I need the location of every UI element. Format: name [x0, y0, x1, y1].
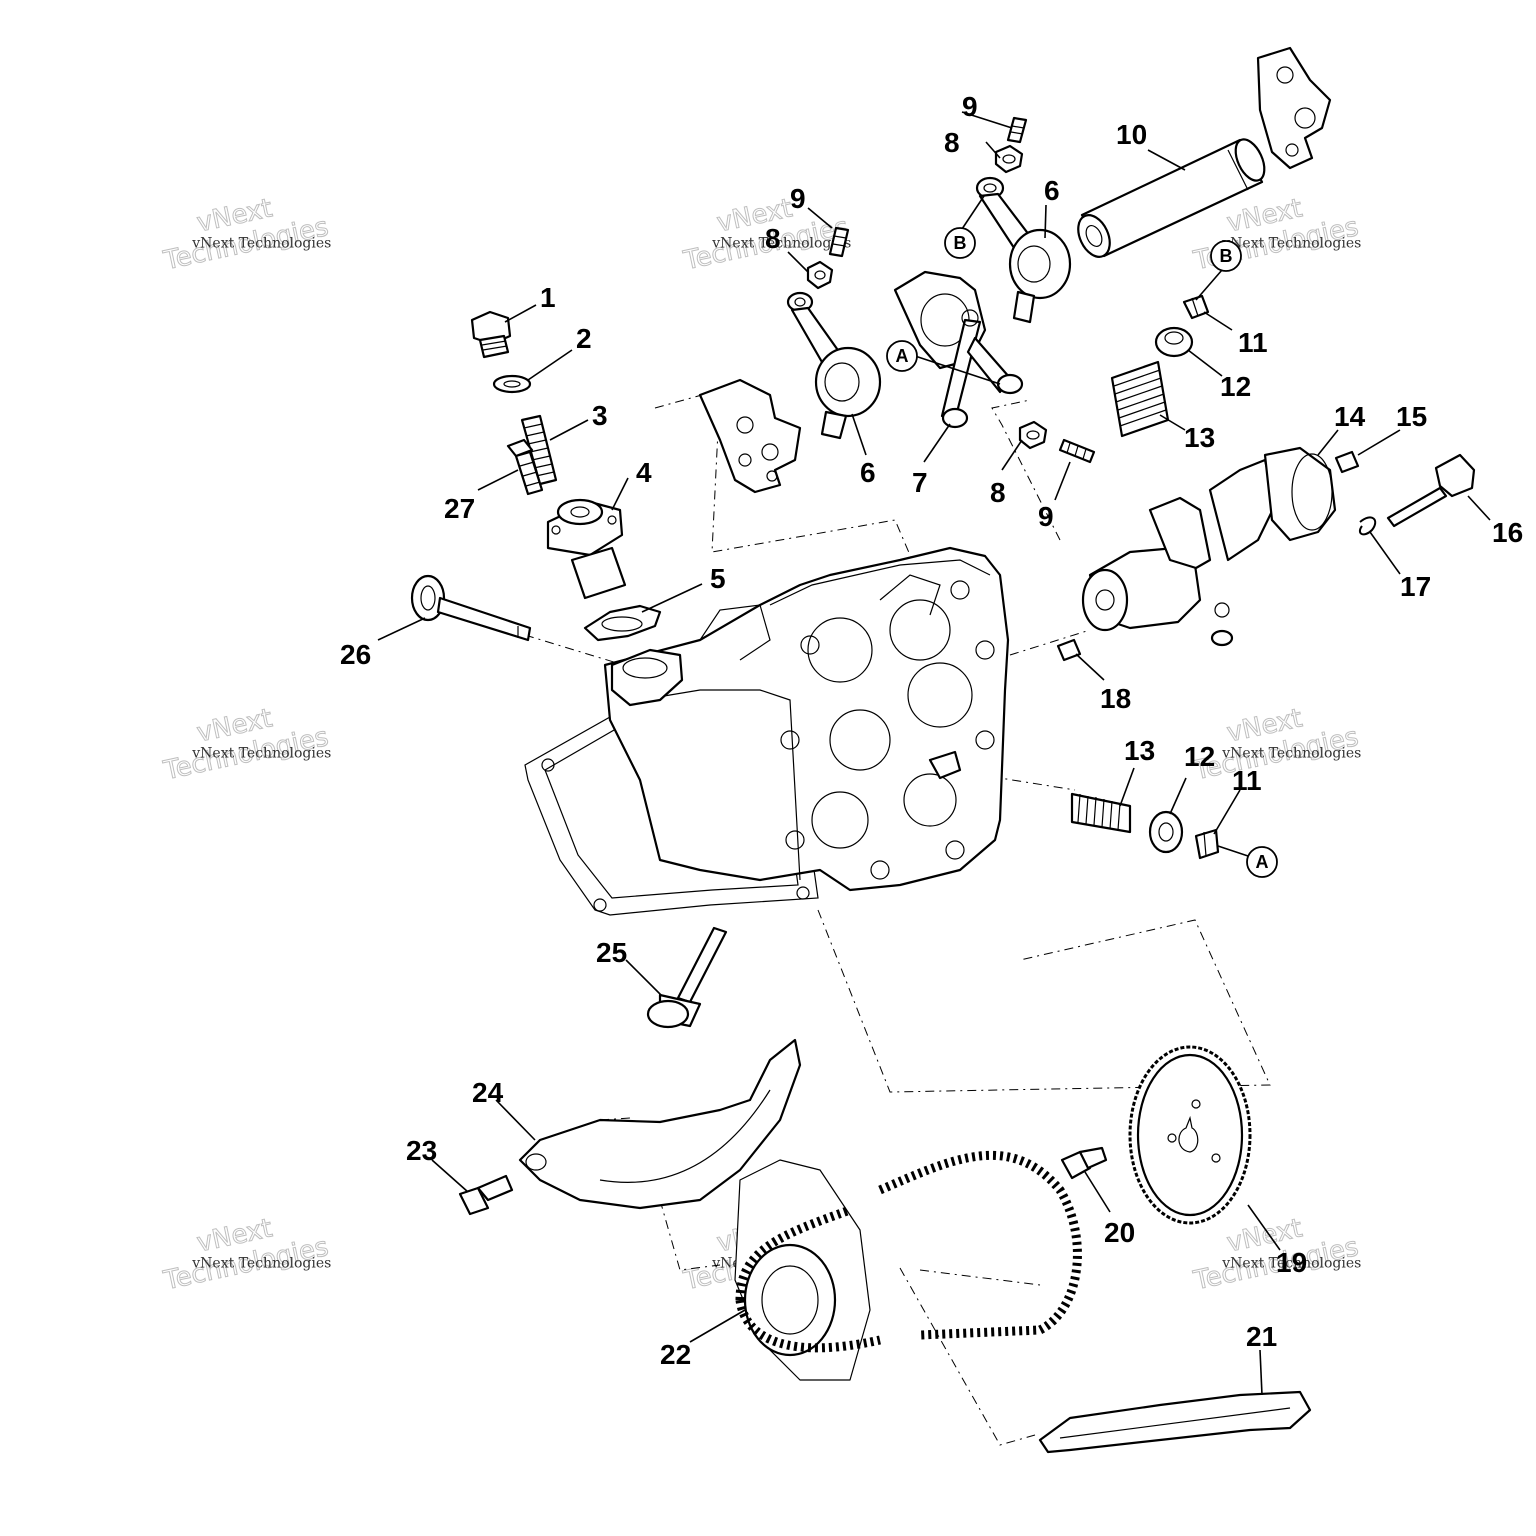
callout-4: 4	[636, 457, 652, 488]
part-11-valve-keeper-upper	[1182, 294, 1210, 320]
svg-text:vNext Technologies: vNext Technologies	[191, 745, 331, 761]
cylinder-head	[603, 546, 1010, 892]
part-8-nut-lower	[1018, 420, 1048, 450]
callout-23: 23	[406, 1135, 437, 1166]
part-24-chain-guide	[518, 1038, 802, 1210]
part-5-tensioner-gasket	[583, 604, 662, 642]
callout-2: 2	[576, 323, 592, 354]
callout-7: 7	[912, 467, 928, 498]
svg-text:vNext Technologies: vNext Technologies	[191, 1255, 331, 1271]
part-14-camshaft	[1081, 446, 1337, 647]
callout-18: 18	[1100, 683, 1131, 714]
part-9-screw-left	[828, 226, 850, 258]
leader-lines	[377, 111, 1491, 1396]
callout-14: 14	[1334, 401, 1366, 432]
part-26-valve	[410, 574, 532, 642]
callout-6-lower: 6	[860, 457, 876, 488]
callout-11-upper: 11	[1238, 327, 1268, 358]
part-9-screw-top	[1006, 116, 1028, 144]
svg-text:vNext Technologies: vNext Technologies	[191, 235, 331, 251]
reference-marker-b-right: B	[1210, 240, 1242, 272]
callout-8-top: 8	[944, 127, 960, 158]
part-10-rocker-shaft	[1077, 138, 1266, 258]
part-25-valve	[646, 926, 728, 1029]
callout-5: 5	[710, 563, 726, 594]
reference-marker-b-left: B	[944, 227, 976, 259]
callout-12-upper: 12	[1220, 371, 1251, 402]
callout-13-lower: 13	[1124, 735, 1155, 766]
callout-16: 16	[1492, 517, 1523, 548]
watermark: vNext Technologies vNext Technologies	[160, 703, 332, 787]
callout-22: 22	[660, 1339, 691, 1370]
cylinder-head-assembly	[524, 546, 1010, 916]
part-19-cam-sprocket	[1128, 1045, 1252, 1225]
part-9-screw-lower	[1058, 438, 1096, 464]
part-22-timing-chain	[734, 1150, 1082, 1381]
part-13-valve-spring-upper	[1110, 360, 1170, 438]
part-16-drive-shaft	[1386, 453, 1476, 528]
svg-text:vNext Technologies: vNext Technologies	[1221, 1255, 1361, 1271]
part-15-dowel-pin	[1334, 450, 1360, 474]
watermark: vNext Technologies vNext Technologies	[160, 1213, 332, 1297]
part-20-sprocket-bolt	[1060, 1146, 1108, 1180]
part-7-rocker-arm-center	[893, 270, 1024, 429]
part-6-rocker-arm-upper	[975, 176, 1072, 324]
callout-8-lower: 8	[990, 477, 1006, 508]
callout-12-lower: 12	[1184, 741, 1215, 772]
svg-text:vNext Technologies: vNext Technologies	[1221, 235, 1361, 251]
reference-marker-a-upper: A	[886, 340, 918, 372]
part-8-nut-top	[994, 144, 1024, 174]
callout-17: 17	[1400, 571, 1431, 602]
part-27-bolt	[506, 438, 544, 496]
svg-text:vNext Technologies: vNext Technologies	[1221, 745, 1361, 761]
rocker-support-right	[1256, 46, 1332, 170]
part-21-chain-guide	[1038, 1390, 1312, 1454]
callout-13-upper: 13	[1184, 422, 1215, 453]
svg-text:B: B	[1220, 246, 1233, 266]
svg-text:B: B	[954, 233, 967, 253]
callout-numbers: 1 2 3 4 5 6 6 7 8 8 8 9 9 9 10 11 11 12 …	[340, 91, 1523, 1370]
callout-27: 27	[444, 493, 475, 524]
watermark: vNext Technologies vNext Technologies	[1190, 1213, 1362, 1297]
reference-marker-a-lower: A	[1246, 846, 1278, 878]
svg-text:A: A	[1256, 852, 1269, 872]
part-23-guide-bolt	[458, 1174, 514, 1216]
part-13-valve-spring-lower	[1070, 792, 1132, 834]
rocker-support-left	[698, 378, 802, 494]
callout-1: 1	[540, 282, 556, 313]
callout-21: 21	[1246, 1321, 1277, 1352]
callout-19: 19	[1276, 1247, 1307, 1278]
watermark: vNext Technologies vNext Technologies	[160, 193, 332, 277]
callout-26: 26	[340, 639, 371, 670]
part-11-valve-keeper-lower	[1194, 828, 1220, 860]
part-17-circlip	[1358, 516, 1377, 536]
alignment-lines	[524, 389, 1271, 1446]
part-12-retainer-lower	[1148, 810, 1184, 854]
part-18-pin	[1056, 638, 1082, 662]
part-6-rocker-arm-lower	[786, 291, 882, 440]
svg-text:A: A	[896, 346, 909, 366]
callout-25: 25	[596, 937, 627, 968]
callout-10: 10	[1116, 119, 1147, 150]
callout-9-top: 9	[962, 91, 978, 122]
callout-9-lower: 9	[1038, 501, 1054, 532]
callout-15: 15	[1396, 401, 1427, 432]
part-8-nut-left	[806, 260, 834, 290]
part-12-retainer-upper	[1154, 326, 1194, 358]
part-4-chain-tensioner	[546, 498, 627, 600]
callout-11-lower: 11	[1232, 765, 1262, 796]
callout-24: 24	[472, 1077, 504, 1108]
callout-3: 3	[592, 400, 608, 431]
callout-9-left: 9	[790, 183, 806, 214]
callout-6-upper: 6	[1044, 175, 1060, 206]
part-1-plug-bolt	[470, 310, 512, 359]
part-2-washer	[492, 374, 532, 394]
svg-text:vNext Technologies: vNext Technologies	[711, 235, 851, 251]
callout-8-left: 8	[765, 223, 781, 254]
callout-20: 20	[1104, 1217, 1135, 1248]
